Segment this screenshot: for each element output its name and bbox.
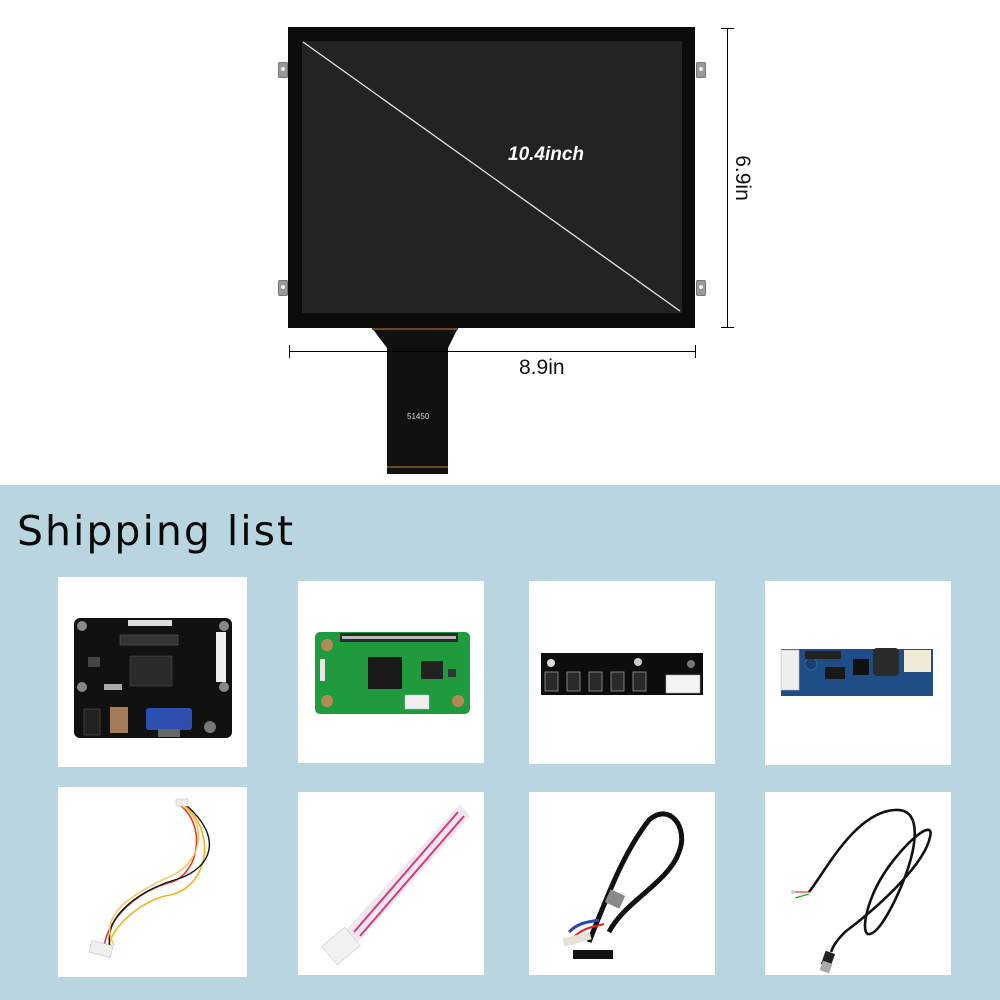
pcb-touch-adapter-icon (315, 632, 470, 714)
fpc-part-number: 51450 (407, 412, 430, 421)
height-dimension-line (727, 28, 728, 328)
shipping-item-lvds-cable (529, 792, 715, 975)
ribbon-cable-icon (321, 804, 470, 966)
shipping-item-driver-board (58, 577, 247, 767)
keypad-board-icon (541, 653, 703, 695)
fpc-flex-cable-icon (372, 327, 458, 474)
height-label: 6.9in (731, 155, 754, 201)
mounting-bracket-icon (278, 62, 288, 78)
diagonal-size-label: 10.4inch (508, 144, 585, 165)
height-dimension-cap (721, 327, 734, 328)
lcd-panel: 10.4inch (288, 27, 695, 328)
mounting-bracket-icon (278, 280, 288, 296)
inverter-board-icon (780, 648, 933, 696)
width-label: 8.9in (519, 356, 565, 379)
width-dimension-cap (289, 345, 290, 358)
shipping-list-title: Shipping list (17, 507, 296, 555)
mounting-bracket-icon (696, 280, 706, 296)
lvds-cable-icon (562, 811, 685, 959)
diagonal-line-icon (302, 41, 681, 312)
mounting-bracket-icon (696, 62, 706, 78)
usb-cable-icon (791, 808, 932, 974)
wire-harness-icon (88, 798, 211, 958)
height-dimension-cap (721, 28, 734, 29)
shipping-item-inverter-board (765, 581, 951, 765)
shipping-list-section: Shipping list (0, 485, 1000, 1000)
pcb-driver-board-icon (74, 618, 232, 738)
shipping-item-keypad-board (529, 581, 715, 764)
shipping-item-usb-cable (765, 792, 951, 975)
product-dimension-diagram: 51450 10.4inch 8.9in 6.9in (0, 0, 1000, 485)
width-dimension-cap (695, 345, 696, 358)
lcd-screen: 10.4inch (302, 41, 682, 313)
shipping-item-touch-adapter (298, 581, 484, 763)
shipping-item-ribbon-cable (298, 792, 484, 975)
width-dimension-line (289, 351, 695, 352)
shipping-item-wire-harness (58, 787, 247, 977)
